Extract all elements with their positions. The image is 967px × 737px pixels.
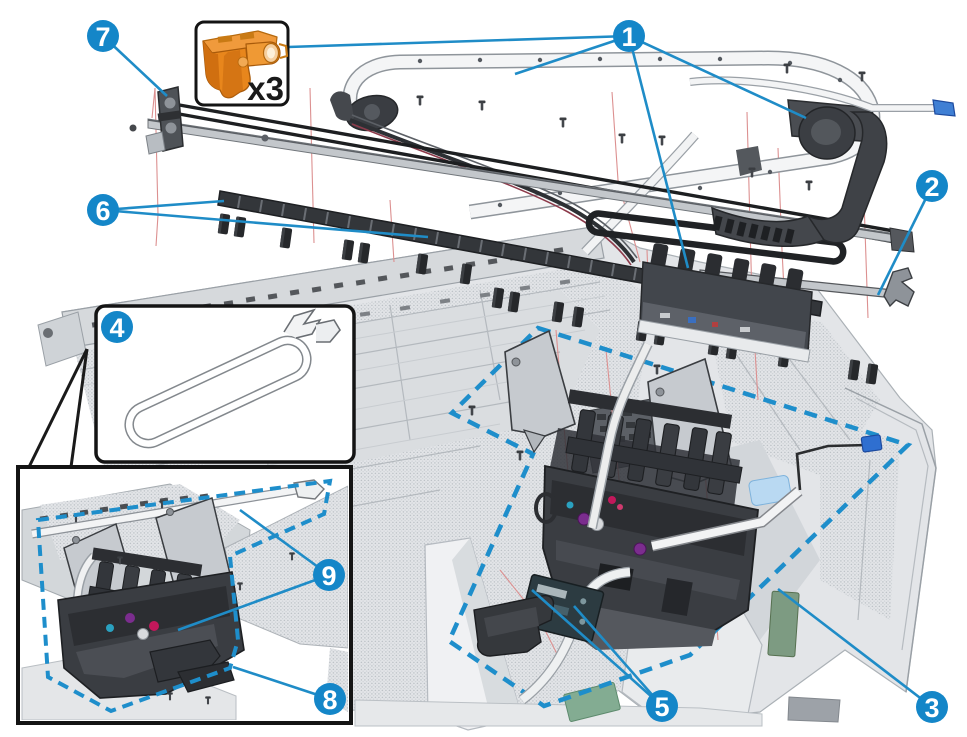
svg-text:3: 3 [924,693,939,723]
svg-text:8: 8 [322,685,337,715]
svg-text:9: 9 [321,561,336,591]
svg-text:1: 1 [621,22,636,52]
svg-text:6: 6 [95,196,110,226]
svg-text:2: 2 [924,172,939,202]
svg-text:5: 5 [654,692,669,722]
svg-text:x3: x3 [247,70,284,107]
svg-text:7: 7 [95,22,110,52]
svg-text:4: 4 [109,313,124,343]
